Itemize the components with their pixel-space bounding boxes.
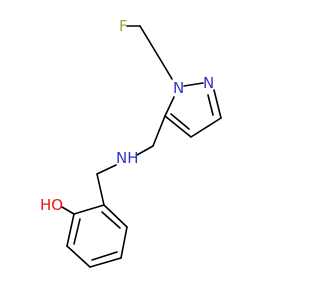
bond-ring-5 xyxy=(120,226,128,259)
bond-n2-c3-inner xyxy=(207,94,214,116)
bond-ring-2 xyxy=(66,213,75,247)
bond-ring-2-inner xyxy=(73,218,81,245)
bond-ethyl-n1 xyxy=(159,58,173,80)
pyrazole-n2-label: N xyxy=(203,74,214,92)
hydroxyl-label: HO xyxy=(40,196,63,214)
pyrazole-n1-label: N xyxy=(173,79,184,97)
bond-n1-n2 xyxy=(183,82,204,87)
bond-ring-3 xyxy=(66,245,91,268)
bond-ring-1 xyxy=(73,204,105,215)
bond-ethyl-cc xyxy=(139,25,161,60)
atom-labels: F N N NH HO xyxy=(40,17,214,214)
bond-c4-c5 xyxy=(164,115,192,138)
bond-ring-4 xyxy=(89,257,122,268)
bond-ring-4-inner xyxy=(91,251,118,261)
bond-ring-6 xyxy=(103,204,128,228)
bond-c5-ch2 xyxy=(152,115,166,147)
bond-ring-6-inner xyxy=(101,211,121,229)
bond-c4-c5-inner xyxy=(170,113,190,130)
bond-c5-n1 xyxy=(164,96,175,117)
bond-c3-c4 xyxy=(190,117,222,138)
bond-ch2-ring xyxy=(96,173,105,206)
bond-n2-c3 xyxy=(213,89,222,119)
bond-ch2-nh xyxy=(136,145,154,156)
bonds xyxy=(61,25,222,268)
fluorine-label: F xyxy=(119,17,128,35)
bond-ring-oh xyxy=(61,206,75,215)
bond-nh-ch2 xyxy=(96,164,117,175)
amine-nh-label: NH xyxy=(116,149,139,167)
structure-canvas: F N N NH HO xyxy=(40,17,222,268)
